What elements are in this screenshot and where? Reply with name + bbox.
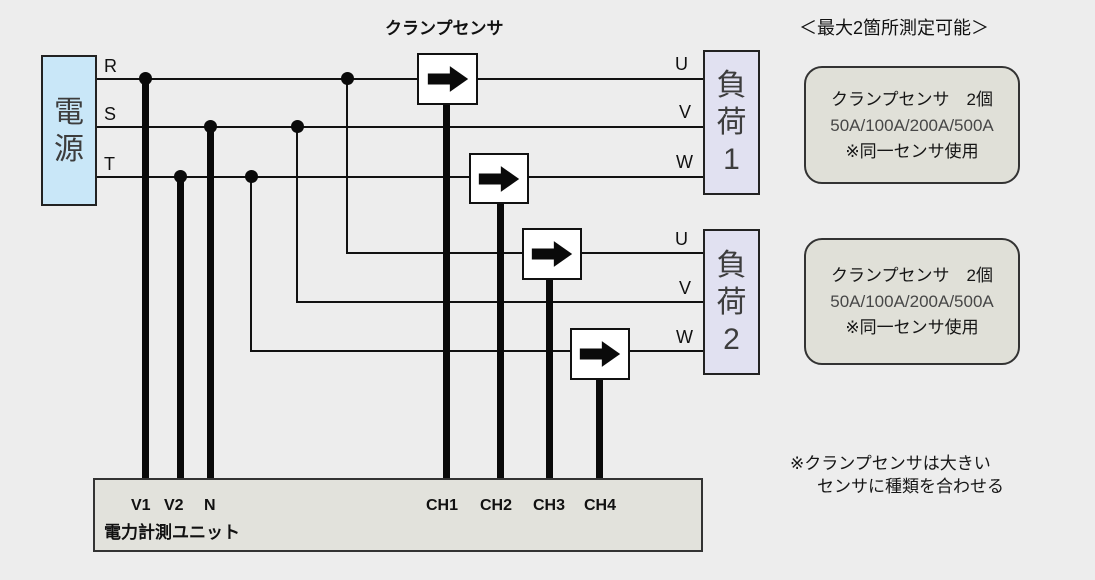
terminal-ch3: CH3 (533, 497, 566, 514)
sensor-note2-line3: ※同一センサ使用 (845, 318, 979, 337)
terminal-ch1: CH1 (426, 497, 459, 514)
arrow-right-icon (427, 66, 468, 92)
measurement-unit-box (93, 478, 703, 552)
load1-label: 負荷1 (716, 69, 747, 176)
junction-dot-t-v2 (174, 170, 187, 183)
footnote-line2: センサに種類を合わせる (817, 477, 1004, 496)
clamp-sensor-title: クランプセンサ (385, 19, 504, 38)
terminal-v1: V1 (131, 497, 151, 514)
load2-terminal-u: U (675, 229, 688, 249)
sensor-note2-line1: クランプセンサ 2個 (831, 266, 993, 285)
branch-s-to-load2-v (296, 126, 298, 303)
terminal-v2: V2 (164, 497, 184, 514)
load2-box: 負荷2 (703, 229, 760, 375)
cable-n (207, 126, 214, 480)
terminal-ch2: CH2 (480, 497, 513, 514)
sensor-note1-line1: クランプセンサ 2個 (831, 89, 993, 109)
junction-dot-r-v1 (139, 72, 152, 85)
load1-box: 負荷1 (703, 50, 760, 195)
arrow-right-icon (579, 341, 621, 367)
phase-label-r: R (104, 56, 117, 76)
wire-s-to-load1-v (97, 126, 703, 128)
cable-v2 (177, 176, 184, 480)
load2-terminal-w: W (676, 327, 693, 347)
sensor-note-box-1: クランプセンサ 2個 50A/100A/200A/500A ※同一センサ使用 (804, 66, 1020, 184)
power-source-label: 電源 (54, 95, 84, 166)
arrow-right-icon (531, 241, 573, 267)
branch-r-to-load2-u (346, 78, 348, 254)
clamp-sensor-ch4 (570, 328, 630, 380)
measurement-unit-label: 電力計測ユニット (104, 523, 240, 542)
cable-v1 (142, 78, 149, 480)
terminal-n: N (204, 497, 216, 514)
wire-r-to-load1-u (97, 78, 703, 80)
phase-label-t: T (104, 154, 115, 174)
cable-ch1 (443, 103, 450, 480)
cable-ch2 (497, 202, 504, 480)
sensor-note1-line3: ※同一センサ使用 (845, 141, 979, 161)
load2-label: 負荷2 (716, 248, 747, 356)
clamp-sensor-ch1 (417, 53, 478, 105)
terminal-ch4: CH4 (584, 497, 617, 514)
cable-ch3 (546, 278, 553, 480)
load1-terminal-u: U (675, 54, 688, 74)
junction-dot-r-load2u (341, 72, 354, 85)
sensor-note1-line2: 50A/100A/200A/500A (830, 115, 994, 135)
clamp-sensor-ch3 (522, 228, 582, 280)
cable-ch4 (596, 379, 603, 480)
junction-dot-s-n (204, 120, 217, 133)
wire-t-to-load1-w (97, 176, 703, 178)
arrow-right-icon (478, 165, 520, 192)
load1-terminal-w: W (676, 152, 693, 172)
junction-dot-s-load2v (291, 120, 304, 133)
sensor-note-box-2: クランプセンサ 2個 50A/100A/200A/500A ※同一センサ使用 (804, 238, 1020, 365)
clamp-sensor-ch2 (469, 153, 529, 204)
power-source-box: 電源 (41, 55, 97, 206)
sensor-note2-line2: 50A/100A/200A/500A (830, 292, 994, 311)
junction-dot-t-load2w (245, 170, 258, 183)
max-measure-note: ＜最大2箇所測定可能＞ (799, 18, 990, 38)
footnote-line1: ※クランプセンサは大きい (790, 454, 991, 473)
phase-label-s: S (104, 104, 117, 124)
load1-terminal-v: V (679, 102, 692, 122)
load2-terminal-v: V (679, 278, 692, 298)
branch-t-to-load2-w (250, 176, 252, 352)
wire-load2-w (251, 350, 703, 352)
